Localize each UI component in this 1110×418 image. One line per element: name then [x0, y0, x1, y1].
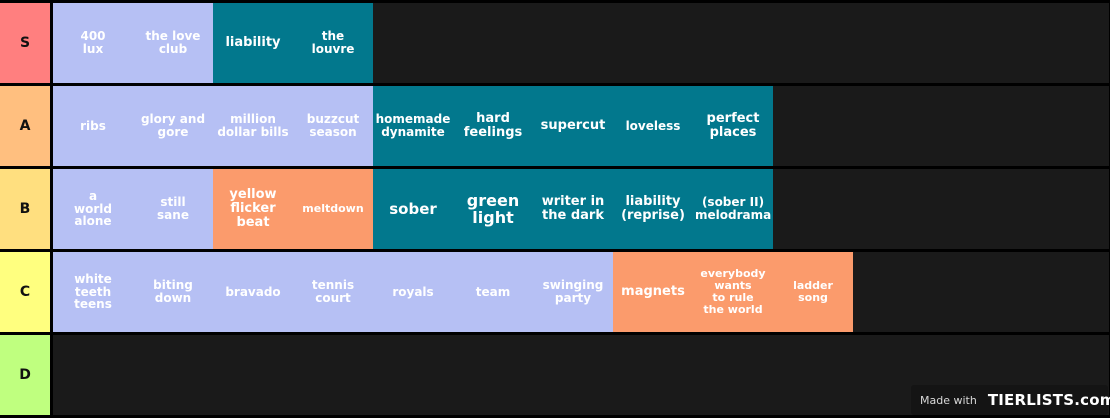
tier-item-label: everybody wants to rule the world — [700, 267, 766, 316]
tier-item[interactable]: everybody wants to rule the world — [693, 252, 773, 332]
tier-item[interactable]: supercut — [533, 86, 613, 166]
tier-item-label: team — [475, 284, 511, 299]
tier-item-label: liability (reprise) — [621, 193, 685, 223]
tier-label-d[interactable]: D — [0, 335, 50, 415]
tier-item[interactable]: 400 lux — [53, 3, 133, 83]
tier-label-b[interactable]: B — [0, 169, 50, 249]
tier-item-label: biting down — [153, 278, 193, 305]
tier-label-a[interactable]: A — [0, 86, 50, 166]
made-with-text: Made with — [920, 393, 977, 407]
tierlists-brand: TIERLISTS.com — [987, 391, 1110, 409]
tier-item[interactable]: green light — [453, 169, 533, 249]
tier-item[interactable]: royals — [373, 252, 453, 332]
tier-item[interactable]: million dollar bills — [213, 86, 293, 166]
tier-item[interactable]: perfect places — [693, 86, 773, 166]
tier-item-label: writer in the dark — [541, 193, 605, 223]
tier-item[interactable]: white teeth teens — [53, 252, 133, 332]
tier-item-label: ladder song — [793, 279, 833, 304]
made-with-badge[interactable]: Made with TIERLISTS.com — [911, 385, 1110, 415]
tier-items-s[interactable]: 400 lux the love club liability the louvre — [53, 3, 1109, 83]
tier-item[interactable]: meltdown — [293, 169, 373, 249]
tier-item-label: million dollar bills — [217, 112, 289, 139]
tier-item[interactable]: team — [453, 252, 533, 332]
tier-item-label: a world alone — [74, 188, 112, 229]
tier-item-label: glory and gore — [140, 112, 206, 139]
tier-item-label: the love club — [145, 29, 201, 56]
tier-item[interactable]: yellow flicker beat — [213, 169, 293, 249]
tier-item[interactable]: a world alone — [53, 169, 133, 249]
tier-item[interactable]: (sober II) melodrama — [693, 169, 773, 249]
tier-row-s: S 400 lux the love club liability the louvre — [0, 3, 1110, 83]
tier-item-label: royals — [392, 284, 434, 299]
tier-item-label: magnets — [621, 283, 685, 299]
tier-item-label: green light — [466, 190, 520, 227]
tier-item-label: loveless — [625, 118, 681, 133]
tier-item[interactable]: sober — [373, 169, 453, 249]
tier-items-b[interactable]: a world alone still sane yellow flicker be… — [53, 169, 1109, 249]
tier-item-label: yellow flicker beat — [229, 186, 277, 231]
tier-items-c[interactable]: white teeth teens biting down bravado tenni… — [53, 252, 1109, 332]
tier-label-s[interactable]: S — [0, 3, 50, 83]
tier-item[interactable]: tennis court — [293, 252, 373, 332]
tier-item-label: hard feelings — [463, 110, 523, 140]
tier-item-label: supercut — [540, 117, 606, 133]
tier-item-label: swinging party — [542, 278, 604, 305]
tier-item[interactable]: glory and gore — [133, 86, 213, 166]
tier-item-label: sober — [389, 199, 437, 218]
tier-item-label: ribs — [80, 118, 106, 133]
tier-item-label: 400 lux — [80, 29, 106, 56]
tier-item[interactable]: ribs — [53, 86, 133, 166]
tier-item-label: perfect places — [706, 110, 760, 140]
tier-item[interactable]: ladder song — [773, 252, 853, 332]
tier-item-label: liability — [225, 34, 281, 50]
tier-item[interactable]: liability — [213, 3, 293, 83]
tier-item[interactable]: bravado — [213, 252, 293, 332]
tier-item-label: meltdown — [302, 202, 364, 216]
tier-item-label: still sane — [157, 195, 189, 222]
tier-item[interactable]: buzzcut season — [293, 86, 373, 166]
tier-item-label: (sober II) melodrama — [695, 195, 772, 222]
tier-item[interactable]: hard feelings — [453, 86, 533, 166]
tier-item[interactable]: loveless — [613, 86, 693, 166]
tier-item-label: tennis court — [311, 278, 355, 305]
tier-item-label: white teeth teens — [74, 271, 112, 312]
tier-item-label: the louvre — [311, 29, 355, 56]
tier-item[interactable]: the louvre — [293, 3, 373, 83]
tier-item[interactable]: still sane — [133, 169, 213, 249]
tier-item-label: homemade dynamite — [375, 112, 451, 139]
tier-item[interactable]: swinging party — [533, 252, 613, 332]
tier-item[interactable]: the love club — [133, 3, 213, 83]
tier-items-a[interactable]: ribs glory and gore million dollar bills bu… — [53, 86, 1109, 166]
tier-item[interactable]: biting down — [133, 252, 213, 332]
tier-item-label: bravado — [225, 284, 281, 299]
tier-item[interactable]: magnets — [613, 252, 693, 332]
tier-item-label: buzzcut season — [306, 112, 360, 139]
tier-item[interactable]: writer in the dark — [533, 169, 613, 249]
tier-item[interactable]: liability (reprise) — [613, 169, 693, 249]
tier-item[interactable]: homemade dynamite — [373, 86, 453, 166]
tier-label-c[interactable]: C — [0, 252, 50, 332]
